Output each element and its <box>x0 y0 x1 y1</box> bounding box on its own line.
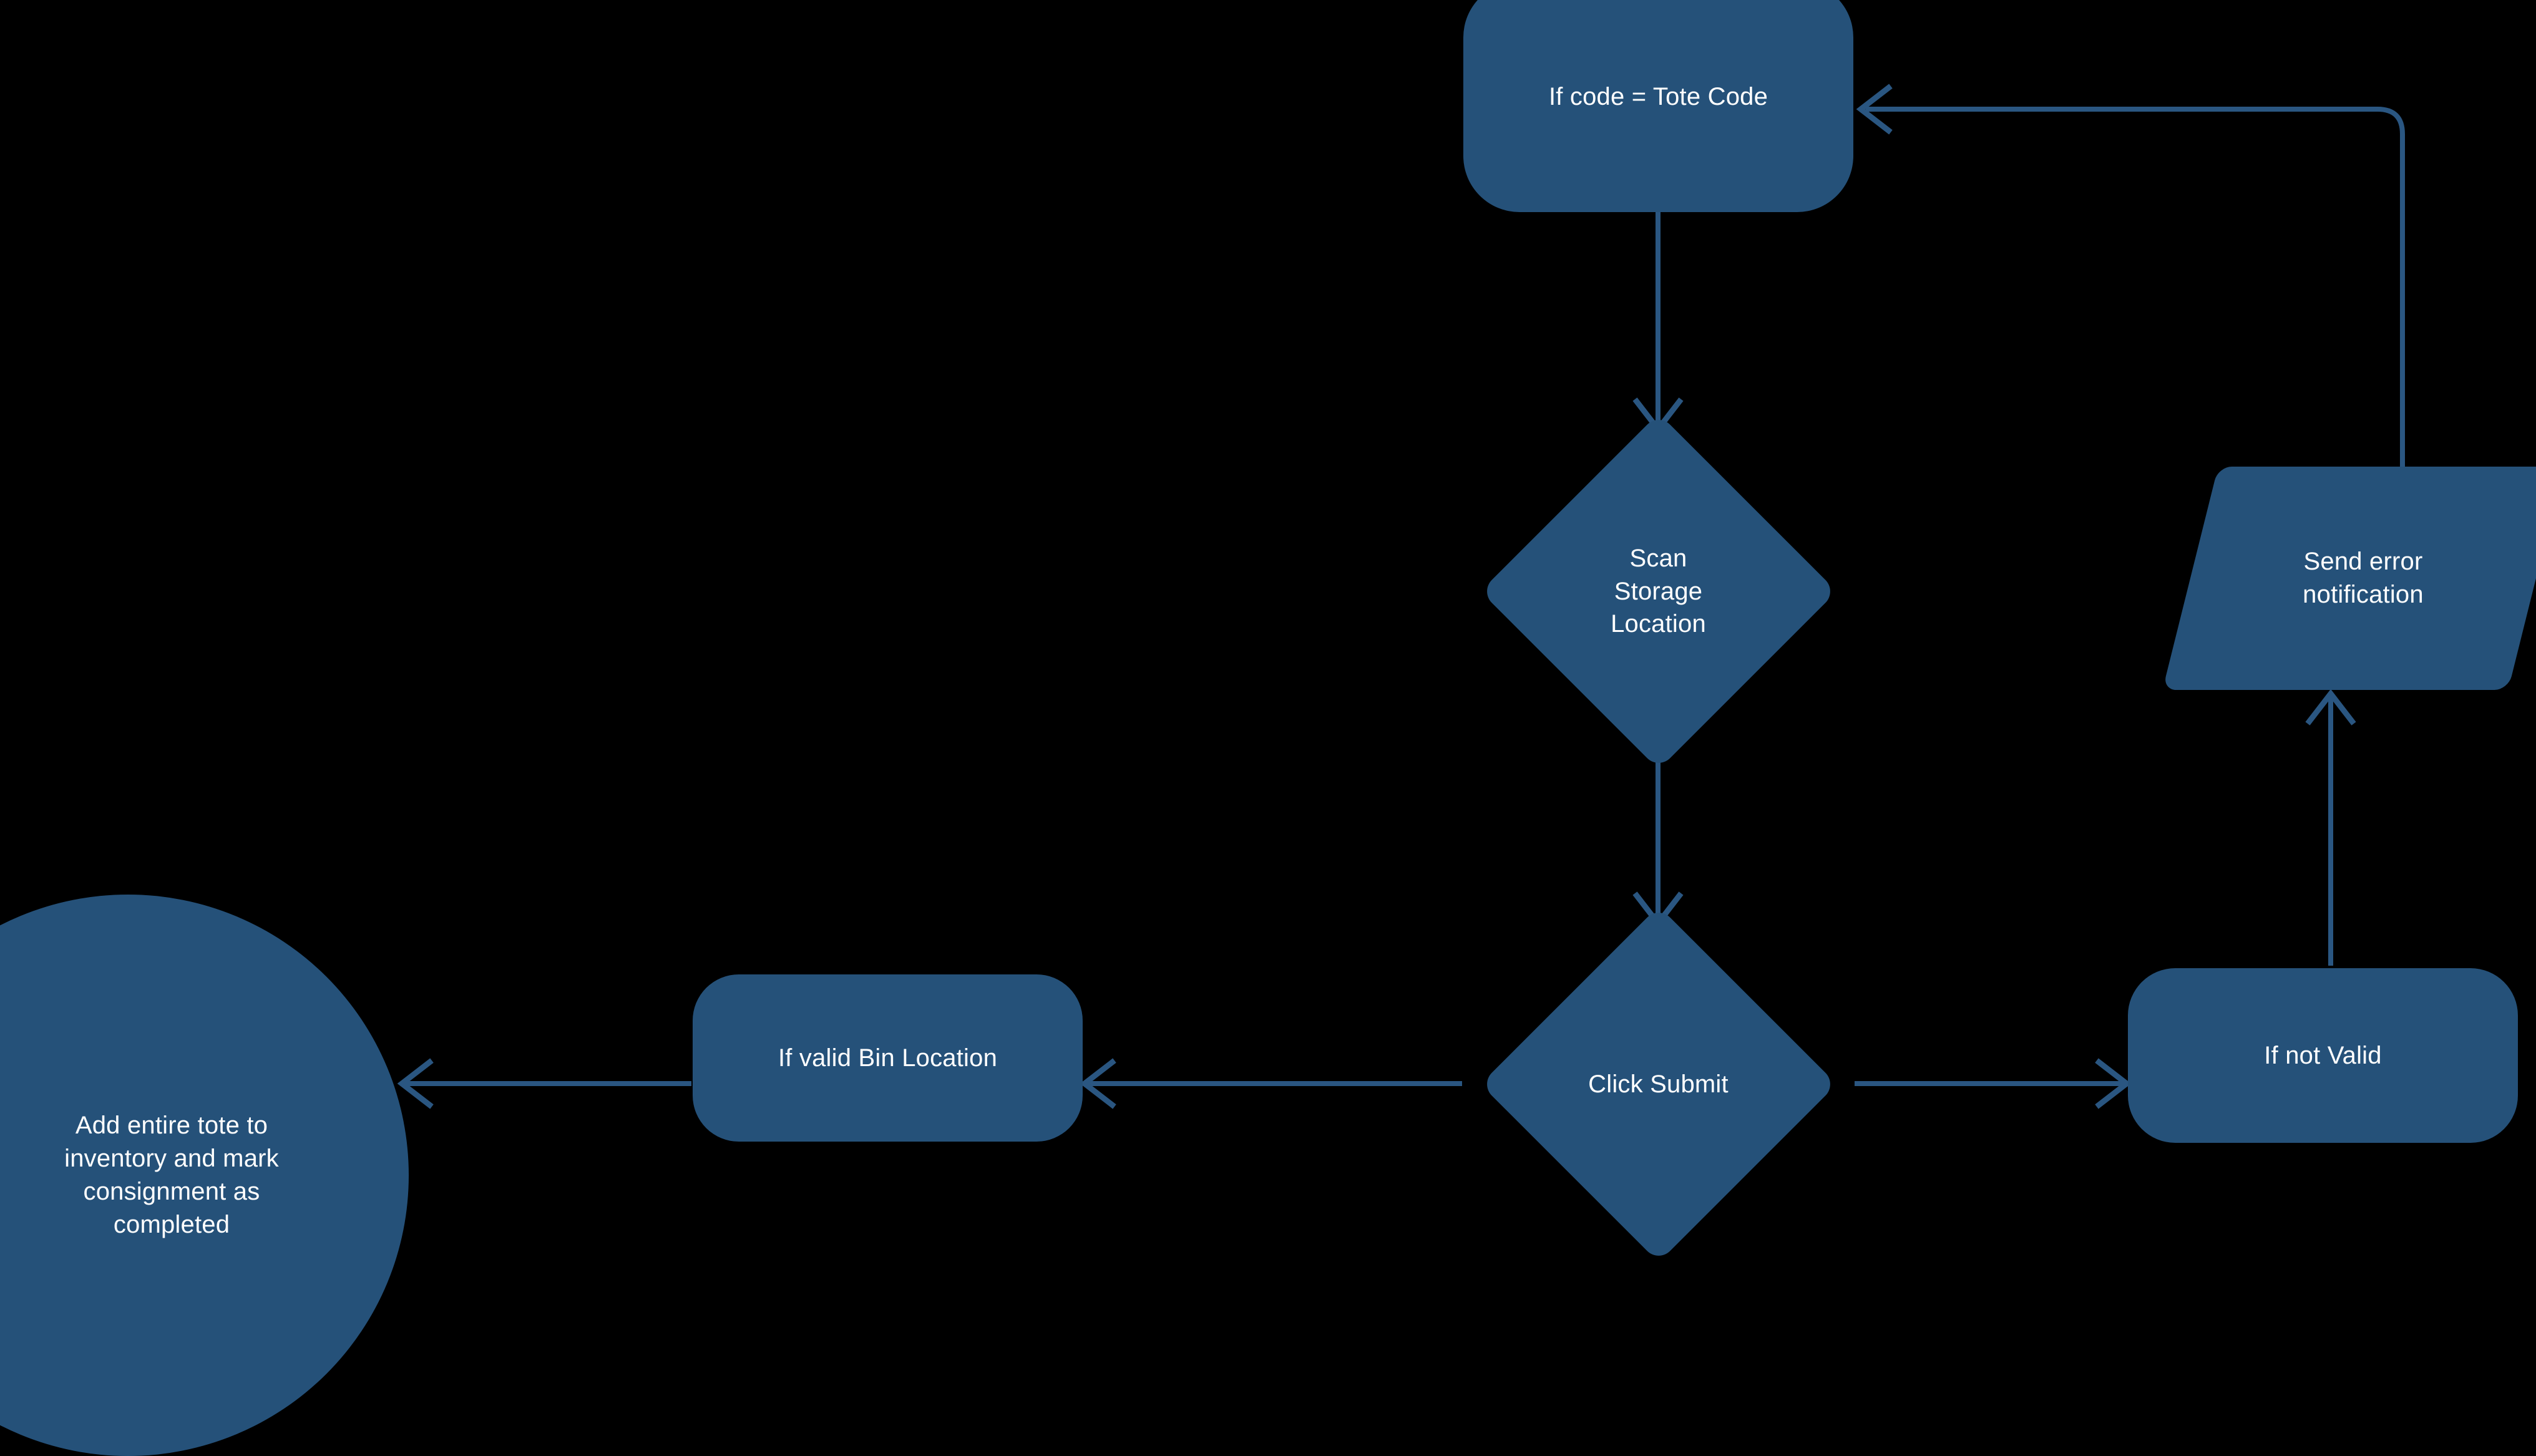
node-label-if-valid-bin-location: If valid Bin Location <box>778 1044 998 1072</box>
node-label-send-error-notification: Send error notification <box>2303 548 2424 608</box>
edge-scan-to-submit <box>1632 745 1684 928</box>
node-label-click-submit: Click Submit <box>1588 1070 1729 1098</box>
node-add-tote-to-inventory[interactable]: Add entire tote to inventory and mark co… <box>0 895 409 1456</box>
node-if-valid-bin-location[interactable]: If valid Bin Location <box>693 974 1083 1142</box>
arrowhead-up-icon <box>2305 689 2356 726</box>
arrowhead-right-icon <box>2095 1058 2132 1109</box>
arrowhead-left-icon <box>1080 1058 1116 1109</box>
node-click-submit[interactable]: Click Submit <box>1463 906 1853 1263</box>
node-scan-storage-location[interactable]: Scan Storage Location <box>1463 413 1853 770</box>
edge-submit-to-not-valid <box>1855 1058 2132 1109</box>
edge-not-valid-to-send-error <box>2305 689 2356 966</box>
edge-send-error-to-tote-code <box>1856 84 2405 467</box>
node-label-if-not-valid: If not Valid <box>2264 1041 2382 1069</box>
arrowhead-left-icon <box>397 1058 434 1109</box>
edge-valid-bin-to-add-tote <box>397 1058 691 1109</box>
node-send-error-notification[interactable]: Send error notification <box>2162 467 2536 690</box>
node-label-add-tote-to-inventory: Add entire tote to inventory and mark co… <box>64 1112 279 1238</box>
node-if-code-tote-code[interactable]: If code = Tote Code <box>1463 0 1853 212</box>
arrowhead-left-icon <box>1856 84 1893 135</box>
node-label-if-code-tote-code: If code = Tote Code <box>1548 82 1768 110</box>
edge-tote-code-to-scan <box>1632 212 1684 434</box>
node-label-scan-storage-location: Scan Storage Location <box>1611 544 1706 638</box>
edge-submit-to-valid-bin <box>1080 1058 1462 1109</box>
node-if-not-valid[interactable]: If not Valid <box>2128 968 2518 1143</box>
